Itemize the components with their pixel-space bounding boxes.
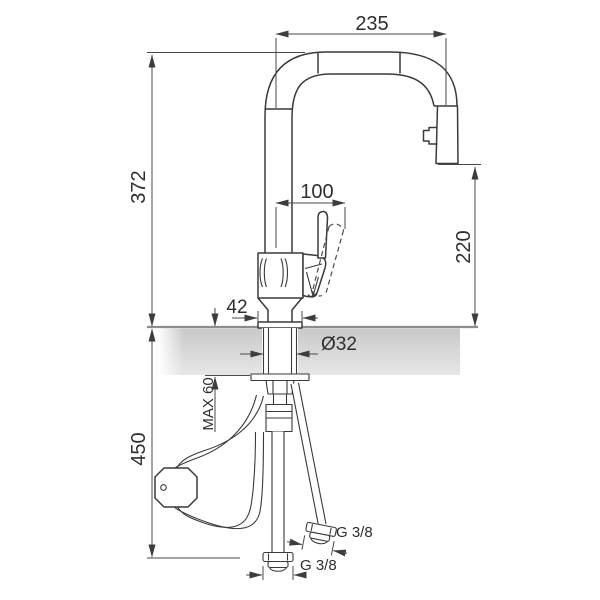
dim-spout-reach: 235 [275, 13, 447, 108]
dim-42-extensions [257, 311, 303, 325]
dim-outlet-clearance: 220 [438, 164, 481, 327]
dim-thread-angled: G 3/8 [336, 524, 373, 541]
angled-hose-edges [290, 382, 327, 526]
straight-hose-connector-collar [267, 560, 289, 569]
dim-235-extensions [275, 38, 447, 108]
dim-hole-diameter: Ø32 [240, 334, 357, 358]
counterweight-screw [160, 484, 167, 491]
mixer-body-collars [259, 258, 289, 288]
thread-label-angled: G 3/8 [336, 524, 373, 541]
dim-max60-label: MAX 60 [200, 377, 217, 430]
spray-head [422, 105, 459, 165]
mounting-shank [262, 328, 298, 374]
mounting-washer [250, 373, 310, 382]
mounting-nut [265, 379, 295, 395]
handle-lever[interactable] [317, 210, 329, 259]
angled-hose-body [291, 383, 326, 526]
hose-stub [272, 394, 288, 405]
straight-hose-connector-tip [267, 553, 289, 572]
dimensions: 235 372 100 220 42 Ø32 [128, 13, 481, 580]
dim-42-label: 42 [226, 297, 247, 318]
base-escutcheon-plate [257, 321, 303, 329]
dim-220-label: 220 [453, 230, 475, 263]
pullout-hose-assembly [154, 394, 265, 530]
angled-hose-connector-collar [309, 531, 331, 542]
dim-o32-label: Ø32 [321, 334, 357, 355]
handle-raised-position-dashed [311, 223, 345, 297]
supply-hose-angled [287, 382, 348, 557]
dim-below-deck-drop: 450 [128, 328, 240, 559]
straight-hose-connector-nut [262, 551, 294, 563]
shank-mask [262, 328, 298, 375]
angled-thread-arrow-left [287, 538, 303, 546]
angled-thread-extension-ticks [301, 535, 335, 556]
dim-450-label: 450 [128, 432, 150, 465]
dim-372-label: 372 [128, 170, 150, 203]
countertop-slab [158, 328, 460, 375]
straight-hose-body [271, 431, 285, 553]
faucet [250, 51, 459, 433]
spout-outlet-detail [304, 263, 323, 298]
angled-hose-connector [287, 521, 348, 557]
spout-arch-outline [264, 51, 458, 253]
hose-counterweight [154, 467, 198, 508]
dim-base-width: 42 [226, 297, 318, 325]
straight-hose-edges [271, 431, 285, 553]
dim-100-label: 100 [300, 181, 333, 203]
angled-hose-connector-tip [310, 524, 332, 545]
countertop-section [147, 325, 478, 375]
dim-max-deck-thickness: MAX 60 [200, 308, 250, 432]
straight-thread-extension-ticks [262, 566, 294, 580]
dim-thread-straight: G 3/8 [246, 557, 337, 580]
pullout-hose-inner-edge [172, 395, 265, 528]
dim-handle-projection: 100 [275, 181, 346, 248]
mixer-neck [257, 297, 303, 322]
dim-100-extensions [275, 207, 346, 248]
dim-total-height: 372 [128, 52, 305, 327]
thread-label-straight: G 3/8 [300, 557, 337, 574]
dim-235-label: 235 [355, 13, 388, 35]
supply-hose-straight [262, 431, 294, 572]
hose-coupling-bands [266, 410, 292, 419]
countertop-slab-fade [158, 328, 184, 375]
angled-thread-arrow-right [332, 549, 348, 557]
